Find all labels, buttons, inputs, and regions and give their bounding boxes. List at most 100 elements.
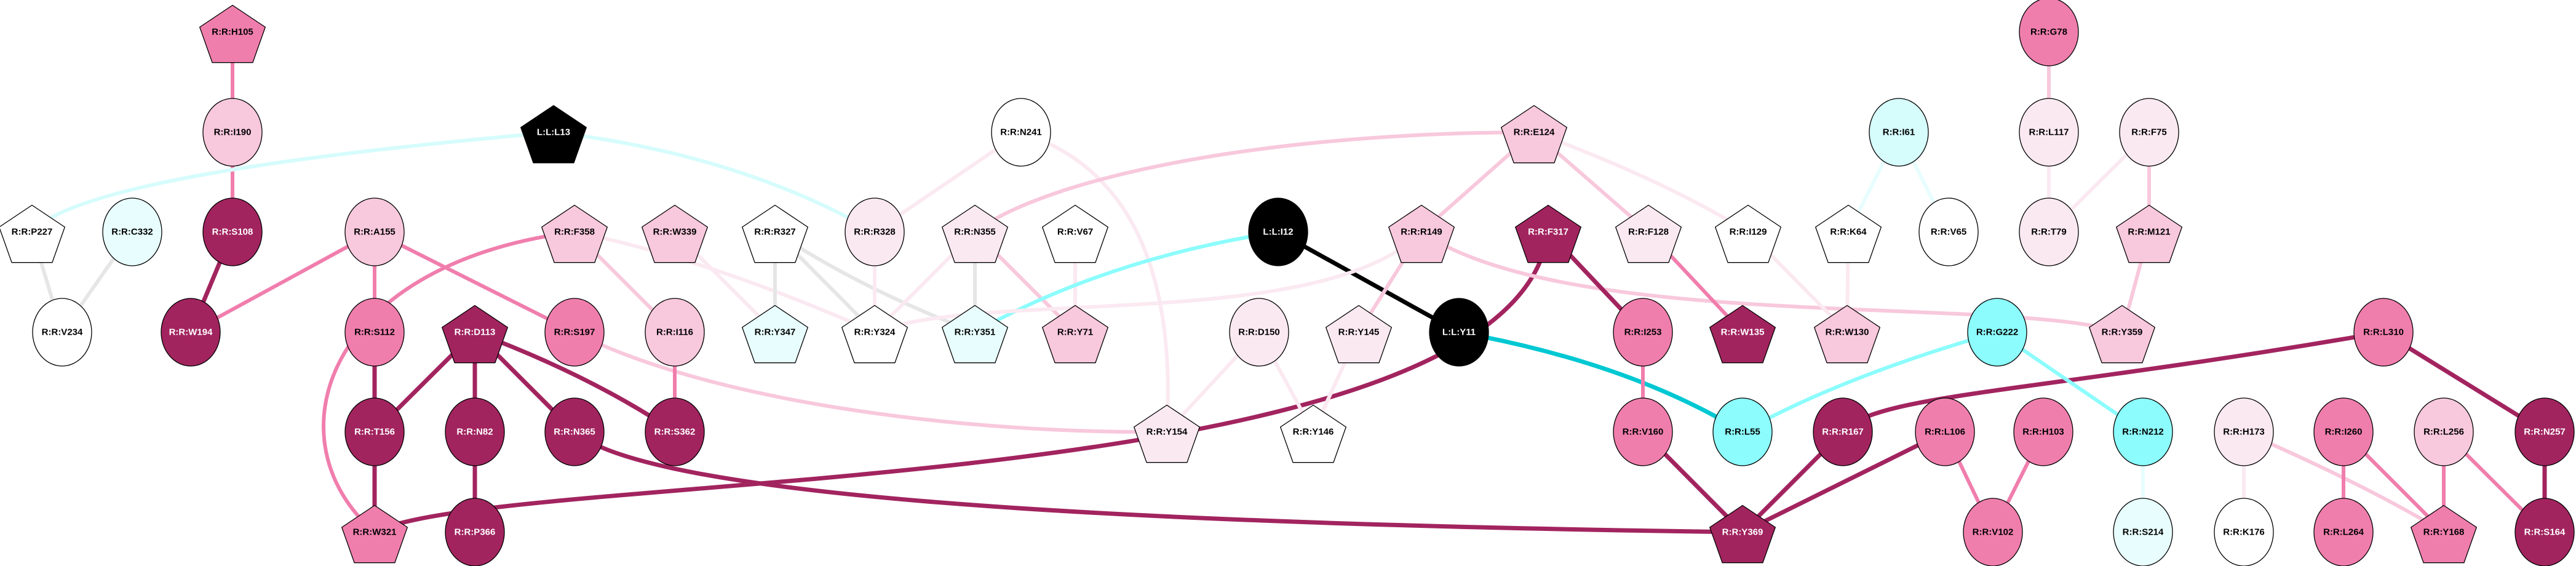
node-r-r-s197[interactable]: R:R:S197 (544, 298, 605, 367)
edge-r-r-f358-r-r-w321 (322, 230, 575, 534)
circle-node-shape (202, 98, 263, 167)
circle-node-shape (1712, 397, 1773, 466)
node-label: R:R:V234 (42, 327, 83, 338)
circle-node-shape (544, 397, 605, 466)
circle-node-shape (2113, 397, 2173, 466)
node-r-r-n82[interactable]: R:R:N82 (445, 397, 505, 466)
node-r-r-s164[interactable]: R:R:S164 (2514, 498, 2575, 566)
edge-r-r-l310-r-r-n257 (2382, 330, 2546, 434)
node-r-r-i61[interactable]: R:R:I61 (1869, 98, 1929, 167)
node-r-r-y146[interactable]: R:R:Y146 (1279, 404, 1347, 463)
node-r-r-d150[interactable]: R:R:D150 (1229, 298, 1289, 367)
node-label: R:R:Y359 (2102, 327, 2143, 338)
circle-node-shape (32, 298, 92, 367)
node-l-l-l13[interactable]: L:L:L13 (520, 105, 587, 164)
node-r-r-l264[interactable]: R:R:L264 (2313, 498, 2374, 566)
node-r-r-v160[interactable]: R:R:V160 (1613, 397, 1673, 466)
circle-node-shape (1967, 298, 2027, 367)
node-label: R:R:I129 (1730, 227, 1767, 237)
node-label: R:R:I190 (214, 127, 252, 138)
node-r-r-l256[interactable]: R:R:L256 (2414, 397, 2474, 466)
node-r-r-s362[interactable]: R:R:S362 (645, 397, 705, 466)
node-r-r-n241[interactable]: R:R:N241 (991, 98, 1051, 167)
circle-node-shape (2313, 498, 2374, 566)
node-r-r-p227[interactable]: R:R:P227 (0, 204, 66, 263)
node-r-r-y71[interactable]: R:R:Y71 (1041, 305, 1109, 364)
node-r-r-y145[interactable]: R:R:Y145 (1325, 305, 1393, 364)
node-r-r-w135[interactable]: R:R:W135 (1709, 305, 1776, 364)
node-r-r-p366[interactable]: R:R:P366 (445, 498, 505, 566)
node-r-r-h103[interactable]: R:R:H103 (2013, 397, 2073, 466)
node-r-r-k176[interactable]: R:R:K176 (2214, 498, 2274, 566)
node-r-r-s214[interactable]: R:R:S214 (2113, 498, 2173, 566)
node-r-r-i253[interactable]: R:R:I253 (1613, 298, 1673, 367)
node-r-r-n355[interactable]: R:R:N355 (941, 204, 1009, 263)
node-r-r-w339[interactable]: R:R:W339 (641, 204, 709, 263)
node-l-l-i12[interactable]: L:L:I12 (1248, 197, 1308, 266)
node-r-r-s108[interactable]: R:R:S108 (202, 197, 263, 266)
circle-node-shape (344, 197, 405, 266)
edge-r-r-n241-r-r-y154 (1020, 130, 1170, 432)
edge-r-r-f358-r-r-y324 (574, 230, 876, 334)
edge-l-l-y11-r-r-l55 (1458, 330, 1744, 434)
node-r-r-y359[interactable]: R:R:Y359 (2088, 305, 2156, 364)
node-r-r-f128[interactable]: R:R:F128 (1615, 204, 1682, 263)
node-r-r-a155[interactable]: R:R:A155 (344, 197, 405, 266)
node-r-r-n212[interactable]: R:R:N212 (2113, 397, 2173, 466)
node-r-r-i190[interactable]: R:R:I190 (202, 98, 263, 167)
node-r-r-r327[interactable]: R:R:R327 (741, 204, 809, 263)
edge-r-r-s197-r-r-y154 (573, 330, 1167, 434)
node-r-r-l310[interactable]: R:R:L310 (2353, 298, 2414, 367)
node-r-r-y369[interactable]: R:R:Y369 (1709, 504, 1776, 564)
node-r-r-t79[interactable]: R:R:T79 (2019, 197, 2079, 266)
node-label: R:R:V160 (1623, 427, 1664, 437)
pentagon-node-shape (1325, 305, 1393, 364)
node-l-l-y11[interactable]: L:L:Y11 (1429, 298, 1489, 367)
pentagon-node-shape (520, 105, 587, 164)
node-r-r-i260[interactable]: R:R:I260 (2313, 397, 2374, 466)
node-r-r-f75[interactable]: R:R:F75 (2119, 98, 2179, 167)
node-r-r-l55[interactable]: R:R:L55 (1712, 397, 1773, 466)
node-r-r-v102[interactable]: R:R:V102 (1963, 498, 2023, 566)
node-r-r-i129[interactable]: R:R:I129 (1714, 204, 1782, 263)
node-label: R:R:S197 (554, 327, 595, 338)
node-r-r-y168[interactable]: R:R:Y168 (2410, 504, 2478, 564)
node-r-r-r328[interactable]: R:R:R328 (845, 197, 905, 266)
node-r-r-h173[interactable]: R:R:H173 (2214, 397, 2274, 466)
node-r-r-g78[interactable]: R:R:G78 (2019, 0, 2079, 66)
node-r-r-l117[interactable]: R:R:L117 (2019, 98, 2079, 167)
node-r-r-w321[interactable]: R:R:W321 (341, 504, 408, 564)
node-r-r-v234[interactable]: R:R:V234 (32, 298, 92, 367)
node-r-r-g222[interactable]: R:R:G222 (1967, 298, 2027, 367)
node-r-r-c332[interactable]: R:R:C332 (102, 197, 162, 266)
node-r-r-r167[interactable]: R:R:R167 (1813, 397, 1873, 466)
node-label: R:R:F317 (1528, 227, 1568, 237)
node-r-r-v65[interactable]: R:R:V65 (1918, 197, 1979, 266)
node-r-r-v67[interactable]: R:R:V67 (1041, 204, 1109, 263)
node-r-r-k64[interactable]: R:R:K64 (1815, 204, 1882, 263)
node-r-r-r149[interactable]: R:R:R149 (1388, 204, 1455, 263)
node-r-r-s112[interactable]: R:R:S112 (344, 298, 405, 367)
node-r-r-y154[interactable]: R:R:Y154 (1133, 404, 1201, 463)
node-r-r-m121[interactable]: R:R:M121 (2115, 204, 2183, 263)
node-r-r-f358[interactable]: R:R:F358 (541, 204, 608, 263)
pentagon-node-shape (1388, 204, 1455, 263)
node-r-r-w130[interactable]: R:R:W130 (1813, 305, 1881, 364)
circle-node-shape (2113, 498, 2173, 566)
node-r-r-l106[interactable]: R:R:L106 (1915, 397, 1975, 466)
node-r-r-y347[interactable]: R:R:Y347 (741, 305, 809, 364)
node-r-r-y324[interactable]: R:R:Y324 (841, 305, 908, 364)
node-r-r-f317[interactable]: R:R:F317 (1514, 204, 1582, 263)
node-r-r-n365[interactable]: R:R:N365 (544, 397, 605, 466)
edge-l-l-l13-r-r-r328 (553, 130, 876, 234)
node-r-r-y351[interactable]: R:R:Y351 (941, 305, 1009, 364)
node-r-r-n257[interactable]: R:R:N257 (2514, 397, 2575, 466)
node-r-r-h105[interactable]: R:R:H105 (199, 4, 266, 63)
node-r-r-w194[interactable]: R:R:W194 (161, 298, 221, 367)
pentagon-node-shape (1813, 305, 1881, 364)
node-r-r-t156[interactable]: R:R:T156 (344, 397, 405, 466)
node-label: R:R:P227 (12, 227, 53, 237)
node-r-r-d113[interactable]: R:R:D113 (441, 305, 509, 364)
node-r-r-e124[interactable]: R:R:E124 (1500, 105, 1568, 164)
node-r-r-i116[interactable]: R:R:I116 (645, 298, 705, 367)
